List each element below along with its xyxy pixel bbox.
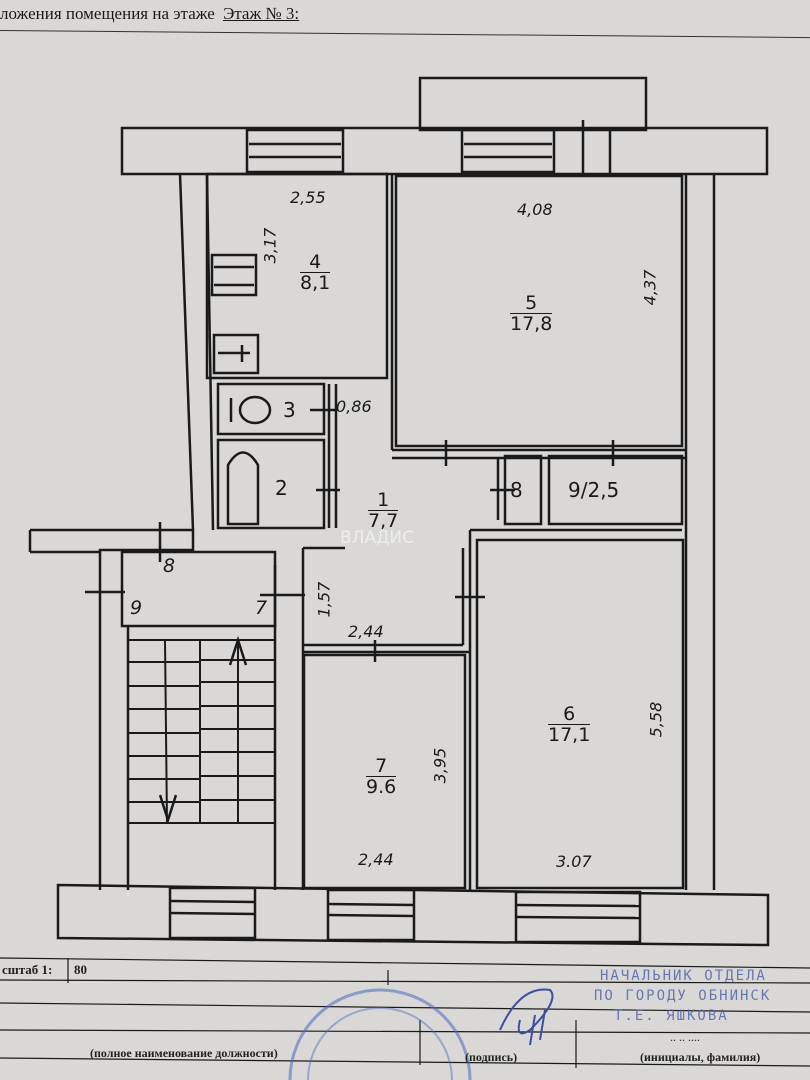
signature-caption: (подпись) bbox=[465, 1050, 518, 1064]
room-9-label: 9/2,5 bbox=[568, 478, 620, 502]
dim-room7-length: 3,95 bbox=[430, 747, 450, 784]
floor-label: Этаж № 3: bbox=[223, 4, 300, 23]
stamp-line-1: НАЧАЛЬНИК ОТДЕЛА bbox=[600, 968, 767, 984]
dots: .. .. .... bbox=[670, 1030, 700, 1044]
stamp-line-3: Т.Е. ЯШКОВА bbox=[614, 1008, 729, 1024]
dim-room4-width: 2,55 bbox=[290, 188, 326, 207]
room-5-outline bbox=[394, 174, 684, 448]
scale-label: сштаб 1: bbox=[2, 962, 53, 977]
stair-label-9: 9 bbox=[130, 597, 143, 619]
scale-value: 80 bbox=[74, 962, 87, 977]
dim-room7-width: 2,44 bbox=[358, 850, 394, 869]
balcony bbox=[418, 76, 648, 132]
arrow-up-icon bbox=[228, 635, 248, 666]
dim-corridor-width: 2,44 bbox=[348, 622, 384, 641]
name-caption: (инициалы, фамилия) bbox=[640, 1050, 761, 1064]
stamp-line-2: ПО ГОРОДУ ОБНИНСК bbox=[594, 988, 772, 1004]
dim-room6-length: 5,58 bbox=[646, 701, 666, 738]
stair-label-8: 8 bbox=[163, 555, 176, 577]
room-8-label: 8 bbox=[510, 478, 523, 502]
dim-room6-width: 3.07 bbox=[556, 852, 592, 871]
stair-label-7: 7 bbox=[255, 597, 268, 619]
dim-hall-width: 0,86 bbox=[336, 397, 372, 416]
dim-room4-length: 3,17 bbox=[260, 227, 280, 264]
room-7-outline bbox=[302, 653, 467, 890]
arrow-down-icon bbox=[158, 794, 178, 825]
signature bbox=[499, 988, 554, 1046]
watermark: ВЛАДИС bbox=[340, 528, 414, 548]
position-caption: (полное наименование должности) bbox=[90, 1046, 278, 1060]
header-title: ложения помещения на этаже bbox=[0, 4, 215, 23]
room-6-outline bbox=[475, 538, 685, 890]
dim-room5-length: 4,37 bbox=[640, 269, 660, 306]
page-header: ложения помещения на этаже Этаж № 3: bbox=[0, 4, 299, 24]
dim-room5-width: 4,08 bbox=[517, 200, 553, 219]
dim-corridor-length: 1,57 bbox=[314, 581, 334, 618]
room-3-label: 3 bbox=[283, 398, 296, 422]
official-seal bbox=[288, 988, 472, 1080]
room-4-outline bbox=[205, 172, 389, 380]
room-2-label: 2 bbox=[275, 476, 288, 500]
